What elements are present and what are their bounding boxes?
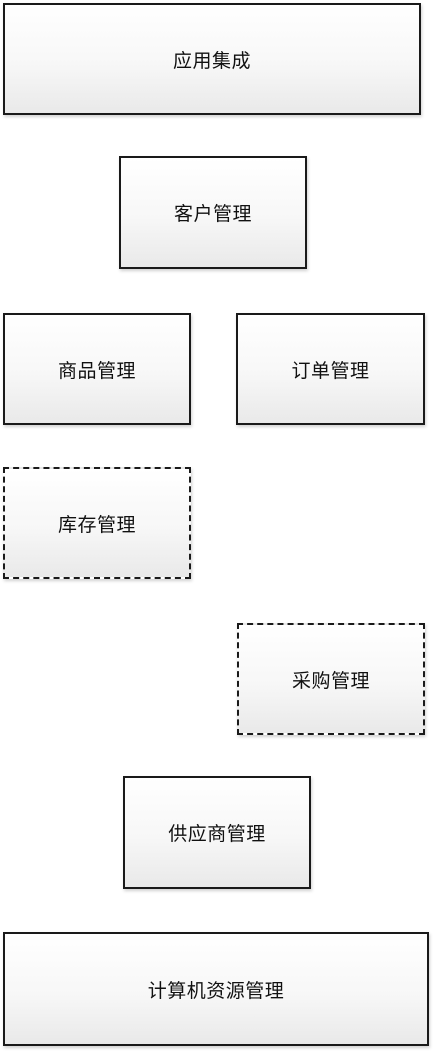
module-label: 采购管理 xyxy=(291,669,370,692)
module-label: 客户管理 xyxy=(173,203,252,225)
module-label: 库存管理 xyxy=(57,513,136,536)
module-box-computer-resource-management: 计算机资源管理 xyxy=(3,932,429,1046)
module-box-supplier-management: 供应商管理 xyxy=(123,776,311,889)
module-label: 应用集成 xyxy=(172,49,251,72)
module-label: 计算机资源管理 xyxy=(147,979,285,1002)
module-box-procurement-management: 采购管理 xyxy=(237,623,425,735)
module-label: 供应商管理 xyxy=(168,823,266,845)
module-box-customer-management: 客户管理 xyxy=(119,156,307,269)
module-box-product-management: 商品管理 xyxy=(3,313,191,425)
module-label: 订单管理 xyxy=(291,359,370,382)
module-box-inventory-management: 库存管理 xyxy=(3,467,191,579)
module-box-order-management: 订单管理 xyxy=(236,313,425,425)
module-label: 商品管理 xyxy=(57,359,136,382)
module-box-application-integration: 应用集成 xyxy=(3,3,421,115)
